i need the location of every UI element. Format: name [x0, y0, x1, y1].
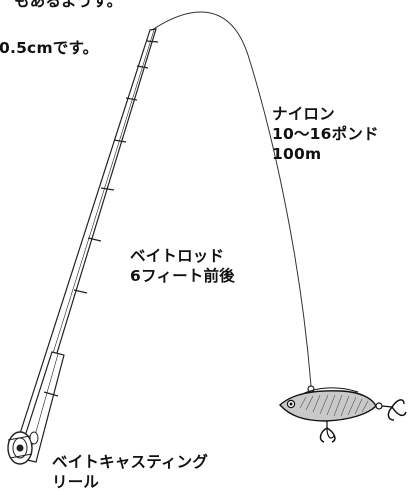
fishing-line: [151, 11, 312, 387]
reel-line1: ベイトキャスティング: [52, 453, 209, 471]
reel-line2: リール: [52, 473, 100, 491]
line-strength: 10〜16ポンド: [272, 125, 379, 143]
baitcasting-reel: [7, 431, 39, 465]
rod-guides: [73, 40, 159, 294]
note-length-fragment: 0.5cmです。: [0, 39, 99, 57]
line-length: 100m: [272, 145, 322, 163]
rod-label: ベイトロッド 6フィート前後: [130, 246, 235, 286]
line-type: ナイロン: [272, 105, 335, 123]
lure: [279, 385, 407, 443]
line-label: ナイロン 10〜16ポンド 100m: [272, 104, 379, 164]
reel-label: ベイトキャスティング リール: [52, 452, 208, 492]
rod: [15, 28, 157, 463]
note-top-fragment: もあるようす。: [14, 0, 123, 10]
rod-type: ベイトロッド: [130, 247, 225, 265]
rod-length: 6フィート前後: [130, 267, 235, 285]
